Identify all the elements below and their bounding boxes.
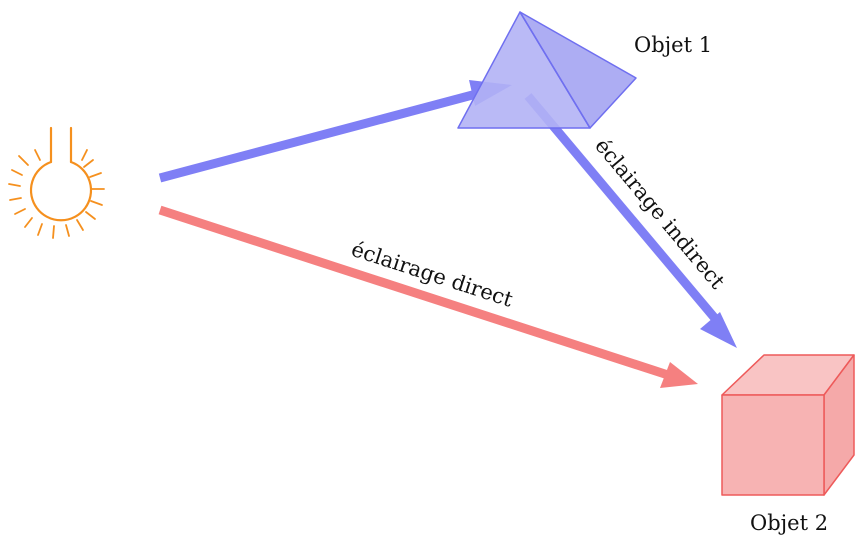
light-bulb-icon [8, 126, 105, 239]
direct-light-arrow [158, 205, 698, 388]
object2-label: Objet 2 [750, 511, 828, 535]
object2-cube [721, 354, 855, 496]
object1-pyramid [457, 11, 637, 129]
indirect-light-arrow-to-target [524, 93, 737, 348]
indirect-lighting-label: éclairage indirect [590, 134, 730, 294]
object1-label: Objet 1 [634, 33, 712, 57]
indirect-light-arrow-to-object [158, 80, 512, 183]
